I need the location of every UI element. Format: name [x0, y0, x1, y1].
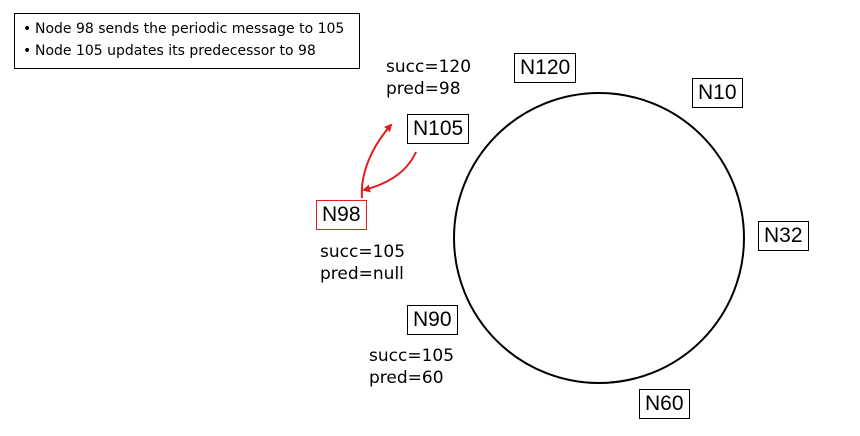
bullet-icon: • — [23, 21, 32, 37]
state-n98: succ=105 pred=null — [320, 241, 405, 285]
note-item: •Node 98 sends the periodic message to 1… — [23, 18, 353, 40]
chord-ring — [453, 92, 745, 384]
node-n120: N120 — [514, 53, 577, 83]
node-n98: N98 — [316, 200, 367, 230]
stabilize-arrow-98-to-105 — [360, 123, 393, 199]
bullet-icon: • — [23, 43, 32, 59]
succ-label: succ=105 — [320, 242, 406, 262]
node-n10: N10 — [692, 78, 743, 108]
notes-box: •Node 98 sends the periodic message to 1… — [14, 13, 360, 69]
pred-label: pred=98 — [386, 79, 461, 99]
node-n60: N60 — [639, 389, 690, 419]
pred-label: pred=60 — [369, 368, 444, 388]
note-item: •Node 105 updates its predecessor to 98 — [23, 40, 353, 62]
node-n90: N90 — [407, 305, 458, 335]
pred-label: pred=null — [320, 264, 404, 284]
note-text: Node 98 sends the periodic message to 10… — [35, 21, 345, 37]
node-n32: N32 — [758, 221, 809, 251]
note-text: Node 105 updates its predecessor to 98 — [35, 43, 316, 59]
state-n105: succ=120 pred=98 — [386, 56, 471, 100]
succ-label: succ=120 — [386, 57, 472, 77]
notify-arrow-105-to-98 — [362, 151, 417, 193]
state-n90: succ=105 pred=60 — [369, 345, 454, 389]
node-n105: N105 — [407, 114, 470, 144]
succ-label: succ=105 — [369, 346, 455, 366]
